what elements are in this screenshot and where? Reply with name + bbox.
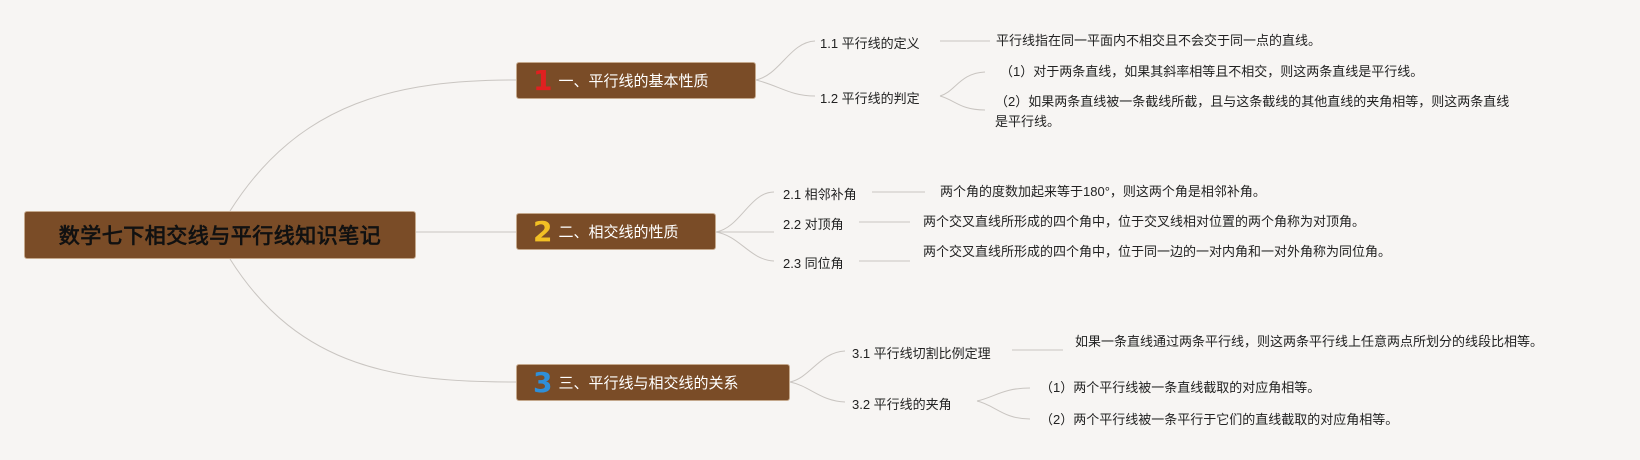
detail-1-2-2[interactable]: （2）如果两条直线被一条截线所截，且与这条截线的其他直线的夹角相等，则这两条直线… (995, 94, 1510, 129)
connector-topic2-sub3 (715, 231, 775, 262)
subtopic-2-3[interactable]: 2.3 同位角 (783, 256, 844, 271)
number-2-icon: 2 (533, 214, 553, 248)
detail-3-1-1[interactable]: 如果一条直线通过两条平行线，则这两条平行线上任意两点所划分的线段比相等。 (1075, 334, 1544, 349)
topic-2[interactable]: 2 二、相交线的性质 (516, 213, 716, 250)
connector-sub12-detail1 (939, 71, 986, 97)
number-3-icon: 3 (533, 365, 553, 399)
detail-2-2-1[interactable]: 两个交叉直线所形成的四个角中，位于交叉线相对位置的两个角称为对顶角。 (923, 214, 1366, 229)
connector-topic3-sub2 (789, 381, 846, 403)
root-topic[interactable]: 数学七下相交线与平行线知识笔记 (24, 211, 416, 259)
connector-topic1-sub2 (755, 79, 816, 97)
topic-1[interactable]: 1 一、平行线的基本性质 (516, 62, 756, 99)
connector-sub32-detail1 (976, 387, 1031, 402)
subtopic-3-2[interactable]: 3.2 平行线的夹角 (852, 397, 952, 412)
topic-3-title: 三、平行线与相交线的关系 (558, 374, 739, 392)
subtopic-1-1[interactable]: 1.1 平行线的定义 (820, 36, 920, 51)
detail-3-2-2[interactable]: （2）两个平行线被一条平行于它们的直线截取的对应角相等。 (1040, 412, 1399, 427)
connector-sub32-detail2 (976, 400, 1031, 420)
connector-topic1-sub1 (755, 40, 816, 81)
number-1-icon: 1 (533, 63, 553, 97)
subtopic-3-1[interactable]: 3.1 平行线切割比例定理 (852, 346, 991, 361)
subtopic-2-2[interactable]: 2.2 对顶角 (783, 217, 844, 232)
connector-topic2-sub1 (715, 191, 775, 233)
connector-topic3-sub1 (789, 350, 846, 383)
detail-2-3-1[interactable]: 两个交叉直线所形成的四个角中，位于同一边的一对内角和一对外角称为同位角。 (923, 244, 1392, 259)
subtopic-2-1[interactable]: 2.1 相邻补角 (783, 187, 857, 202)
root-title: 数学七下相交线与平行线知识笔记 (58, 224, 382, 248)
detail-1-2-1[interactable]: （1）对于两条直线，如果其斜率相等且不相交，则这两条直线是平行线。 (1000, 64, 1424, 79)
detail-2-1-1[interactable]: 两个角的度数加起来等于180°，则这两个角是相邻补角。 (940, 184, 1266, 199)
topic-3[interactable]: 3 三、平行线与相交线的关系 (516, 364, 790, 401)
connector-root-topic1 (229, 79, 517, 212)
detail-3-2-1[interactable]: （1）两个平行线被一条直线截取的对应角相等。 (1040, 380, 1321, 395)
connector-root-topic3 (229, 258, 517, 383)
connector-sub12-detail2 (939, 95, 986, 111)
subtopic-1-2[interactable]: 1.2 平行线的判定 (820, 91, 920, 106)
detail-1-1-1[interactable]: 平行线指在同一平面内不相交且不会交于同一点的直线。 (996, 33, 1322, 48)
topic-2-title: 二、相交线的性质 (558, 223, 679, 241)
topic-1-title: 一、平行线的基本性质 (558, 72, 709, 90)
